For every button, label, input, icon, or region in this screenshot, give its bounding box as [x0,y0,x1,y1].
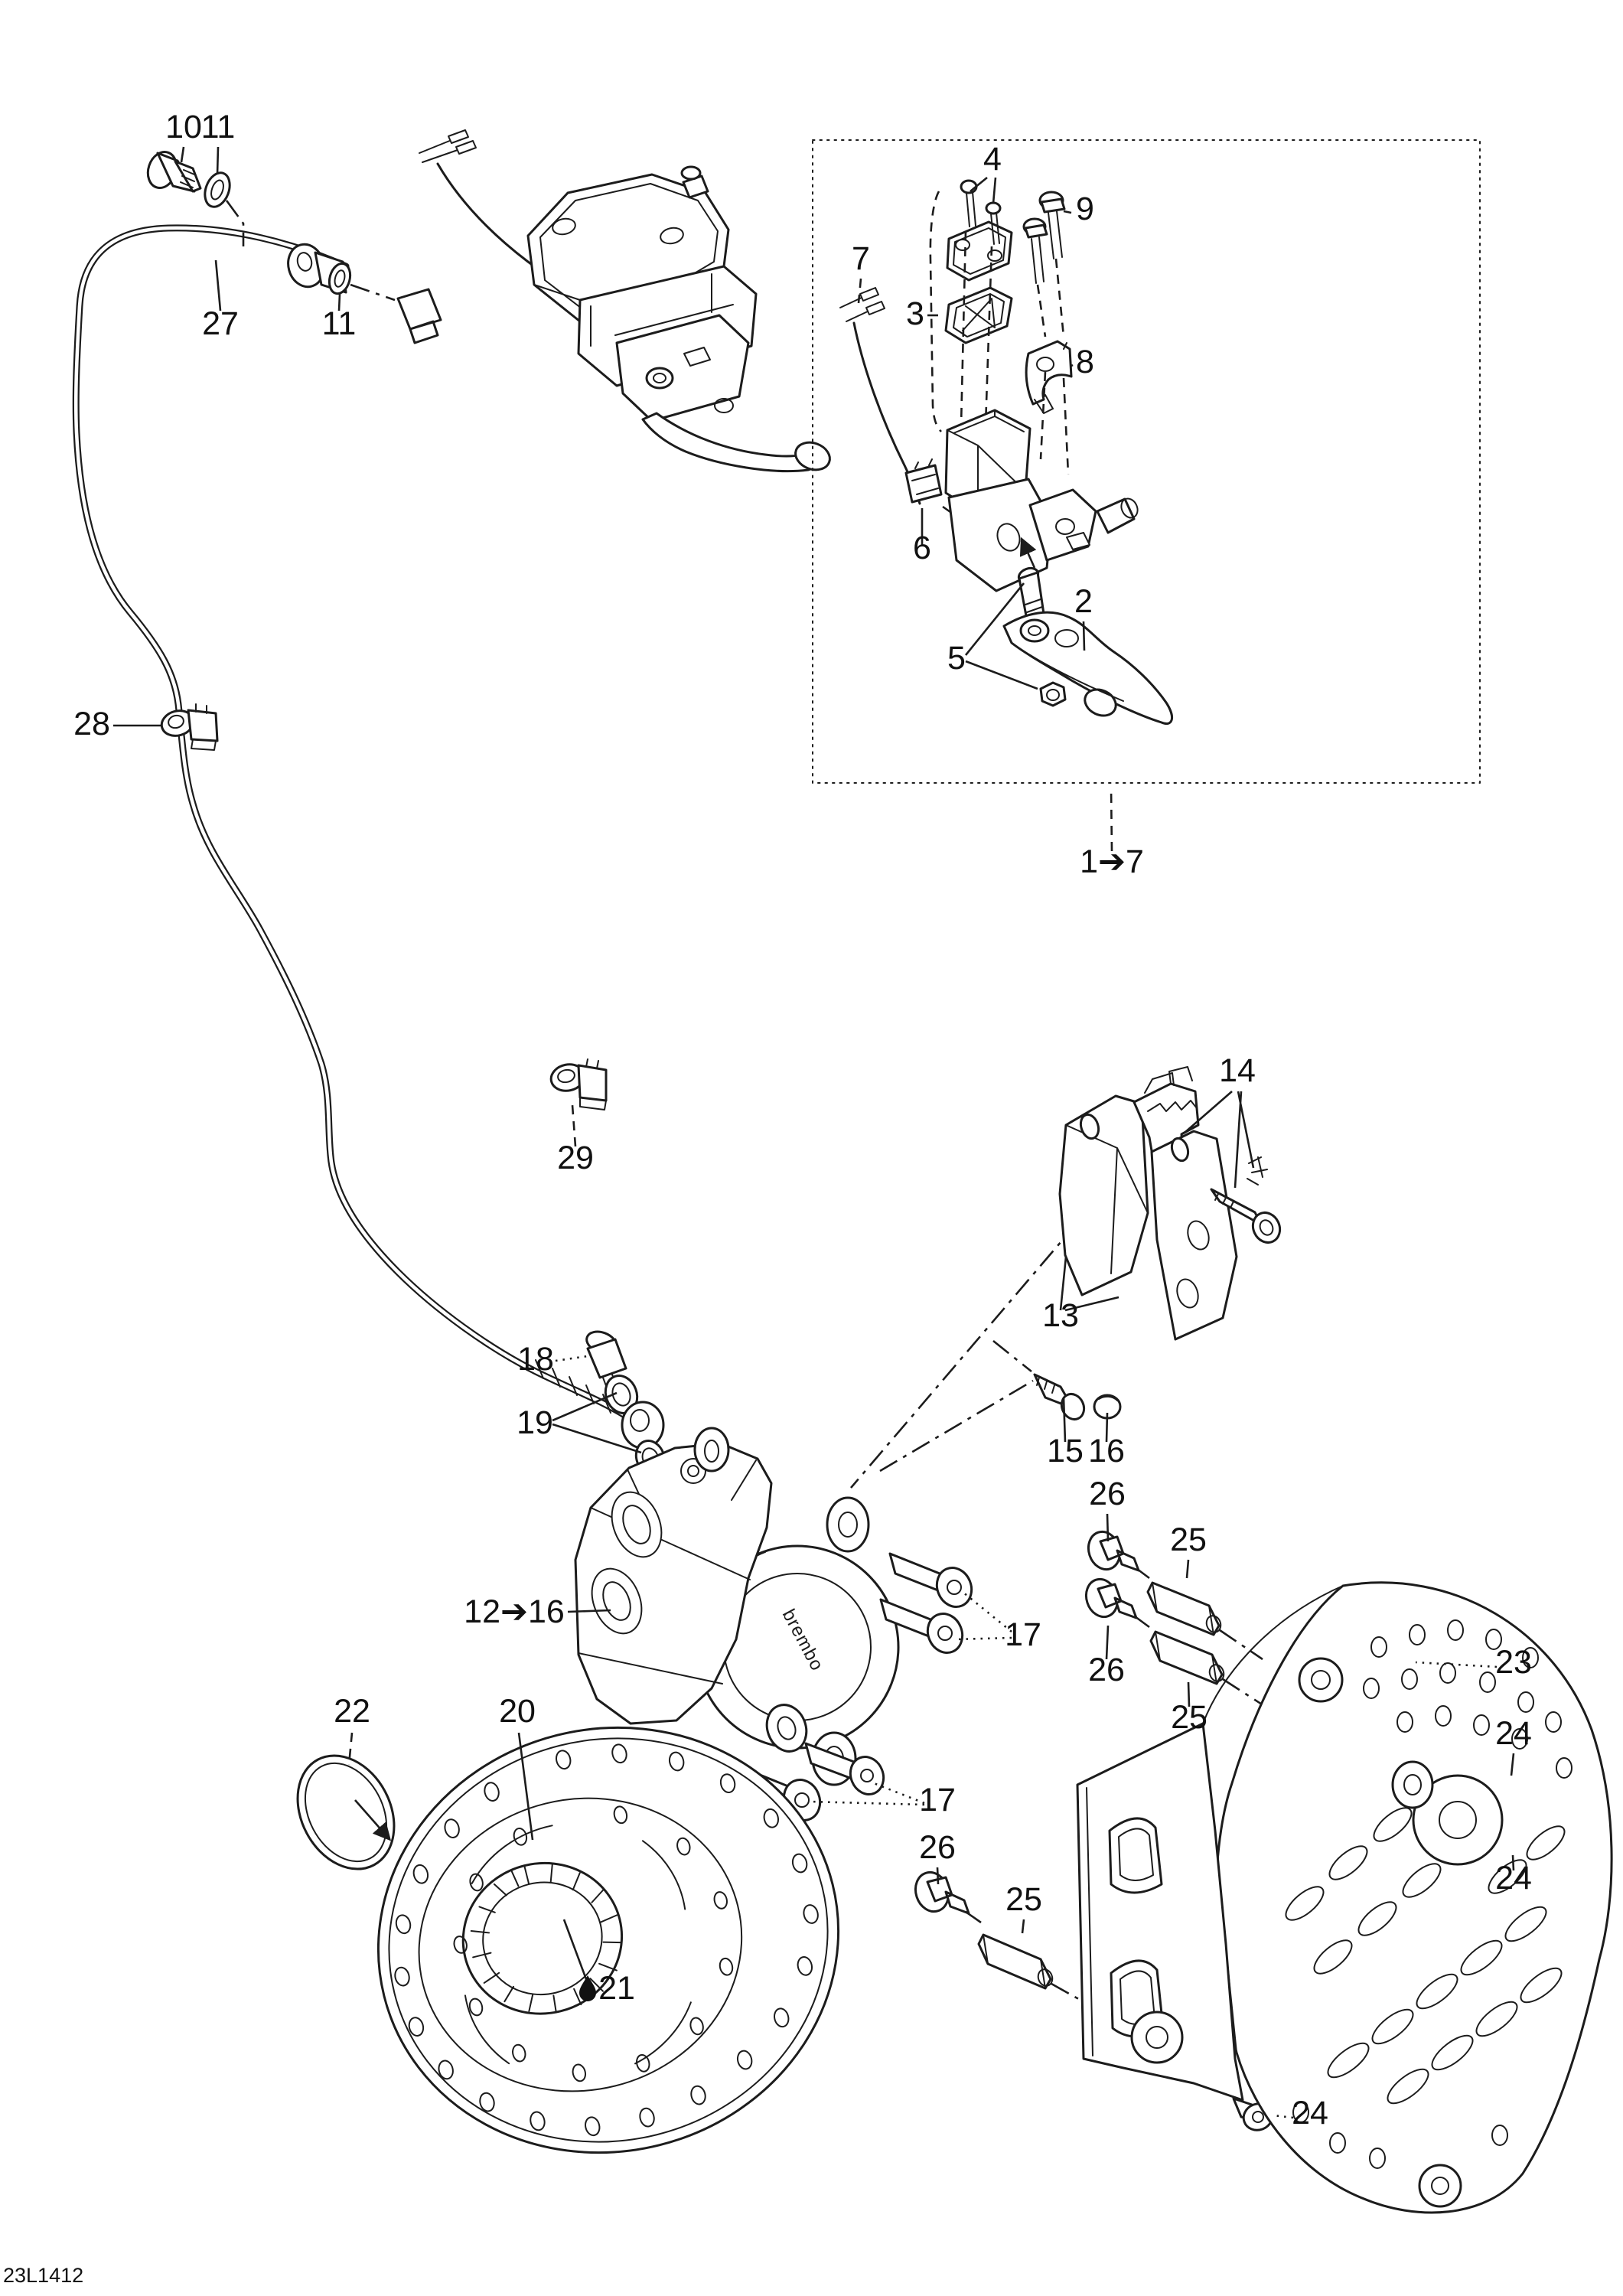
caliper-bolts-upper [879,1552,973,1654]
callout-20: 20 [499,1693,536,1730]
callout-24: 24 [1495,1715,1532,1752]
diagram-code: 23L1412 [3,2264,83,2287]
reservoir-cover [946,220,1013,282]
brake-pad-left [1058,1094,1149,1296]
brake-pad-right [1150,1130,1238,1341]
callout-24: 24 [1495,1860,1532,1896]
callout-25: 25 [1170,1521,1207,1558]
callout-6: 6 [913,530,931,566]
callout-26: 26 [1088,1652,1125,1688]
callout-3: 3 [906,295,924,332]
callout-9: 9 [1076,191,1094,227]
hose-inlet [396,288,442,344]
leader-lines [113,146,1515,2119]
callout-26: 26 [919,1829,956,1866]
clamp-bolts [1022,191,1066,284]
callout-15: 15 [1047,1433,1084,1469]
spacer-25-a [1146,1581,1222,1636]
caliper-ear [826,1496,870,1553]
brake-pads [1058,1066,1282,1341]
callout-7: 7 [852,240,870,277]
callout-11: 11 [322,305,357,342]
callout-23: 23 [1495,1644,1532,1681]
pad-spring [1147,1100,1198,1112]
callout-21: 21 [598,1970,635,2007]
callout-5: 5 [947,640,966,677]
detail-box [812,139,1481,784]
callout-29: 29 [557,1140,594,1176]
caliper-top-ear [693,1427,730,1473]
reservoir-gasket [944,286,1013,344]
callout-2: 2 [1074,583,1093,620]
callout-25: 25 [1005,1881,1042,1918]
callout-18: 18 [517,1341,554,1378]
bleeder-screw [585,1330,627,1391]
pushrod [1017,536,1045,621]
pad-pin [1210,1188,1282,1244]
master-cylinder-assembly [396,129,831,473]
o-ring [296,1754,396,1870]
spacer-25-b [1149,1630,1225,1685]
pad-clip [1247,1156,1268,1186]
banjo-bolt-and-washers [146,151,396,302]
valve-stem [1033,1373,1086,1421]
hose-clamp-28 [160,703,219,751]
bolt-26-a [1087,1530,1140,1572]
brake-disc [376,1726,840,2154]
callout-14: 14 [1219,1052,1256,1089]
valve-and-cap [992,1339,1122,1421]
callout-8: 8 [1076,344,1094,380]
callout-12➔16: 12➔16 [464,1593,565,1630]
callout-17: 17 [919,1782,956,1818]
grease-droplet-icon [579,1975,596,2001]
callout-17: 17 [1005,1616,1041,1653]
callout-10: 10 [165,109,202,145]
handlebar-clamp [1025,340,1073,414]
brake-caliper: brembo [574,1193,1103,1786]
bolt-26-b [1084,1577,1138,1619]
callout-13: 13 [1042,1297,1079,1334]
spacer-25-c [977,1933,1054,1990]
callout-16: 16 [1088,1433,1125,1469]
callout-19: 19 [517,1404,553,1441]
hose-spring-guard [535,1359,611,1414]
brake-lever-detail [1002,611,1173,725]
plate-slots [1285,1807,1566,2105]
disc-holes [394,1743,819,2137]
callout-4: 4 [983,141,1002,178]
bolt-26-c [914,1870,970,1915]
vent-screw [680,165,709,199]
callout-26: 26 [1089,1476,1126,1512]
callout-25: 25 [1171,1699,1207,1736]
callout-28: 28 [73,706,110,742]
plate-holes [1292,1619,1572,2169]
washer [328,262,352,295]
disc-spline [470,1863,622,2014]
mounting-plate [1076,1581,1613,2214]
banjo-bolt [146,151,202,193]
wire-clamp [904,458,972,527]
callout-11: 11 [201,109,236,145]
lever-nut [1039,681,1067,707]
master-cylinder-detail [944,409,1139,592]
callout-1➔7: 1➔7 [1080,843,1144,880]
callout-27: 27 [202,305,239,342]
callout-24: 24 [1292,2095,1328,2131]
hose-clamp-29 [549,1058,608,1110]
brake-hose [72,224,630,1420]
callout-22: 22 [334,1693,370,1730]
washer [204,171,231,208]
brake-lever [615,314,831,473]
